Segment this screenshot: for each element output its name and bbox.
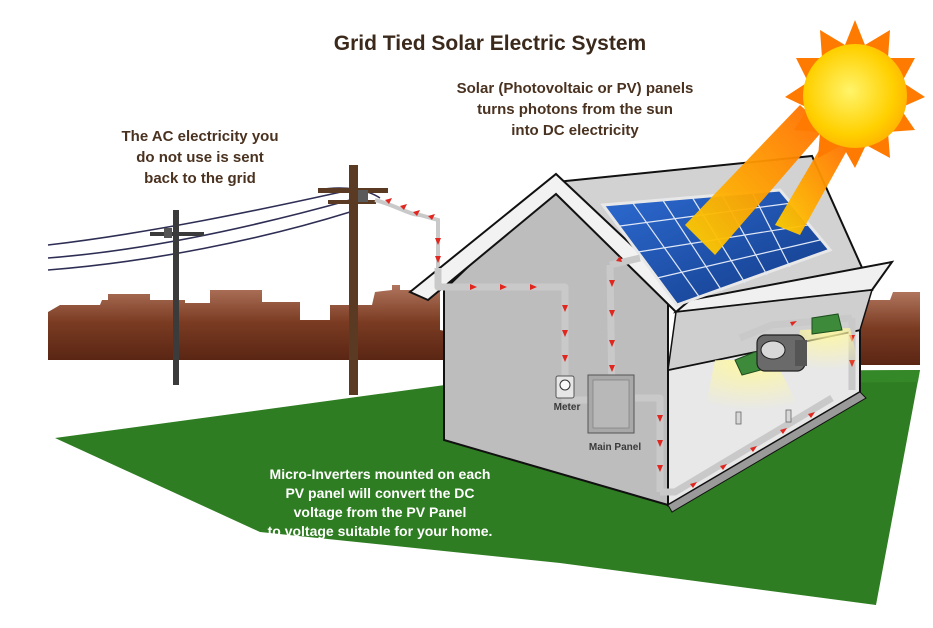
ceiling-lamp-right: [795, 313, 860, 370]
electric-meter-icon: [555, 375, 575, 399]
current-flow-arrows: [385, 198, 855, 488]
service-drop-wire: [374, 198, 440, 268]
sun-icon: [785, 20, 925, 168]
sun-rays: [685, 105, 850, 255]
city-skyline: [48, 285, 920, 365]
diagram-title: Grid Tied Solar Electric System: [333, 32, 647, 55]
appliance-machine-icon: [756, 334, 807, 372]
main-panel-box: [587, 374, 635, 434]
utility-pole-left: [150, 210, 204, 385]
utility-pole-right: [318, 165, 388, 395]
ac-grid-annotation: The AC electricity you do not use is sen…: [121, 128, 279, 187]
meter-label: Meter: [553, 402, 581, 413]
main-panel-label: Main Panel: [588, 442, 642, 453]
micro-inverter-annotation: Micro-Inverters mounted on each PV panel…: [267, 466, 493, 539]
solar-panel-annotation: Solar (Photovoltaic or PV) panels turns …: [456, 80, 694, 139]
